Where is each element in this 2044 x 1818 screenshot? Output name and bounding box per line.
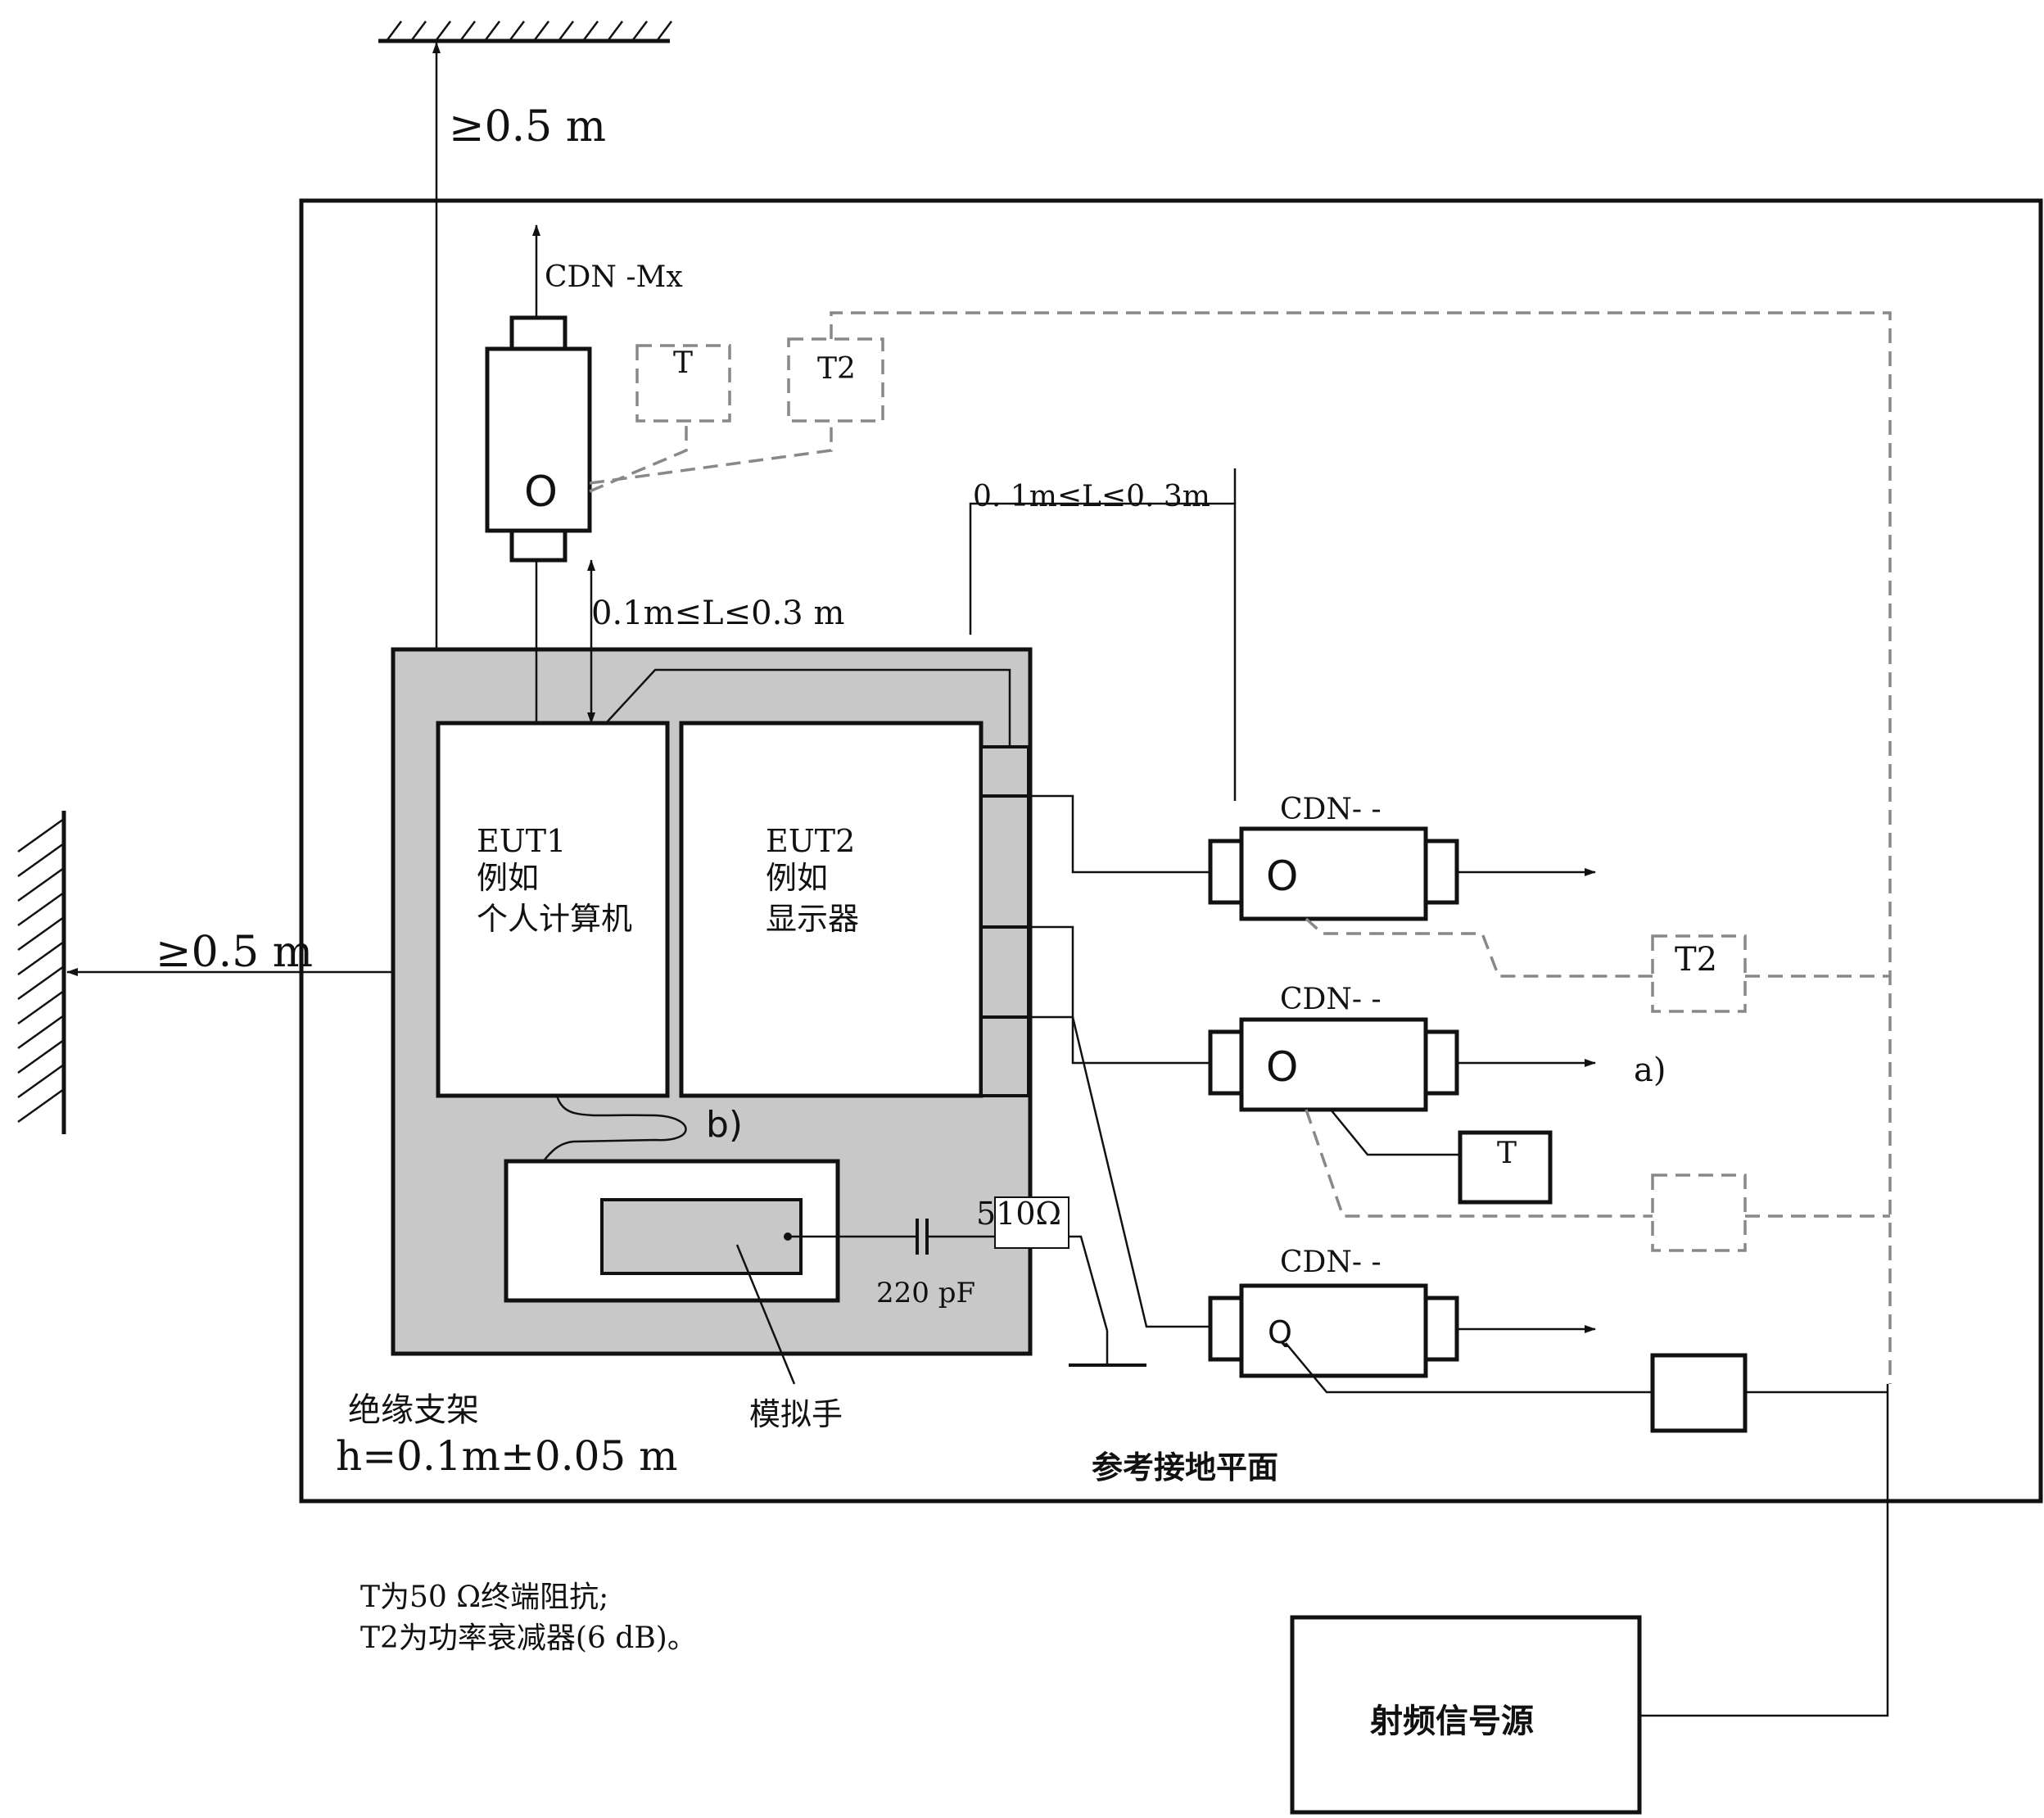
cdn2-to-blank: [1305, 1109, 1653, 1218]
eut2-label: EUT2: [766, 823, 855, 859]
l-range-vertical-label: 0.1m≤L≤0.3 m: [591, 595, 844, 632]
cdn1-to-t2: [1305, 917, 1653, 978]
t2-bus-top: [830, 311, 1892, 1384]
attenuator-blank: [1651, 1174, 1747, 1252]
attenuator-right: [1651, 934, 1747, 1013]
cdn2-label: CDN- -: [1280, 983, 1382, 1016]
terminator-right-label: T: [1497, 1137, 1517, 1170]
attenuator-top: [787, 337, 884, 423]
cdn-mx-to-t2: [589, 421, 833, 485]
cdn1-body: [1239, 826, 1428, 921]
attenuator-top-label: T2: [817, 352, 856, 386]
cdn1-right-cap: [1423, 839, 1459, 905]
left-wall-hatch: [17, 811, 66, 1134]
capacitor-label: 220 pF: [876, 1277, 975, 1309]
artificial-hand-label: 模拟手: [749, 1396, 843, 1432]
hand-cable: [541, 1095, 687, 1164]
cdn2-to-t: [1330, 1109, 1460, 1156]
eut1-pc: 个人计算机: [477, 901, 632, 937]
cdn3-body: [1239, 1283, 1428, 1378]
attenuator-right-label: T2: [1675, 941, 1717, 979]
insulating-support-label: 绝缘支架: [348, 1391, 479, 1429]
terminator-right: [1458, 1130, 1553, 1205]
eut1-label: EUT1: [477, 823, 566, 859]
terminator-top-label: T: [673, 346, 693, 380]
cdn3-left-cap: [1208, 1296, 1244, 1362]
cdn-mx-o: O: [524, 468, 558, 517]
resistor-label: 510Ω: [976, 1196, 1061, 1232]
note-a-label: a): [1634, 1051, 1666, 1089]
eut2-port-3: [979, 925, 1030, 1019]
attenuator-cdn3: [1650, 1353, 1748, 1433]
l-range-top-right-label: 0. 1m≤L≤0. 3m: [973, 480, 1210, 513]
top-clearance-label: ≥0.5 m: [449, 102, 606, 152]
cdn3-label: CDN- -: [1280, 1246, 1382, 1279]
eut2-port-2: [979, 794, 1030, 929]
eut2-display: 显示器: [766, 901, 859, 937]
resistor-510: [994, 1196, 1069, 1249]
resistor-to-ground: [1069, 1235, 1109, 1332]
eut2-port-1: [979, 745, 1030, 798]
eut2-example: 例如: [766, 860, 828, 896]
cdn-mx-body: [485, 346, 592, 533]
cdn2-o: O: [1266, 1043, 1298, 1091]
eut2-to-cdn3: [1029, 1015, 1210, 1328]
artificial-hand-pad: [600, 1198, 803, 1275]
reference-ground-plane: [299, 198, 2043, 1504]
cdn2-body: [1239, 1017, 1428, 1112]
terminator-top: [635, 344, 731, 423]
top-wall-hatch: [378, 20, 672, 43]
eut2-to-cdn2: [1029, 925, 1210, 1065]
cdn1-left-cap: [1208, 839, 1244, 905]
cdn1-o: O: [1266, 852, 1298, 900]
note-b-label: b): [706, 1104, 743, 1146]
cdn3-to-attenuator: [1285, 1342, 1653, 1394]
cdn-mx-top-cap: [509, 315, 568, 351]
eut2-port-4: [979, 1015, 1030, 1097]
l-dimension-bracket: [969, 502, 1237, 801]
rf-feed-line: [1639, 1384, 1889, 1717]
left-clearance-label: ≥0.5 m: [156, 928, 313, 977]
eut1-box: [436, 721, 670, 1098]
rf-signal-source: [1290, 1615, 1642, 1815]
cdn3-right-cap: [1423, 1296, 1459, 1362]
support-height-label: h=0.1m±0.05 m: [336, 1432, 678, 1480]
legend-line-2: T2为功率衰减器(6 dB)。: [360, 1621, 697, 1655]
cdn-mx-label: CDN -Mx: [545, 260, 683, 294]
eut2-to-cdn1: [1029, 794, 1210, 874]
legend-line-1: T为50 Ω终端阻抗;: [360, 1581, 608, 1614]
cdn-mx-bottom-cap: [509, 528, 568, 563]
eut-interconnect-cable: [605, 668, 1011, 747]
hand-pointer-line: [735, 1244, 796, 1385]
rf-source-label: 射频信号源: [1370, 1703, 1534, 1740]
cdn2-left-cap: [1208, 1029, 1244, 1096]
ground-plane-label: 参考接地平面: [1092, 1449, 1278, 1486]
cdn2-right-cap: [1423, 1029, 1459, 1096]
cdn1-label: CDN- -: [1280, 793, 1382, 826]
eut1-example: 例如: [477, 860, 539, 896]
